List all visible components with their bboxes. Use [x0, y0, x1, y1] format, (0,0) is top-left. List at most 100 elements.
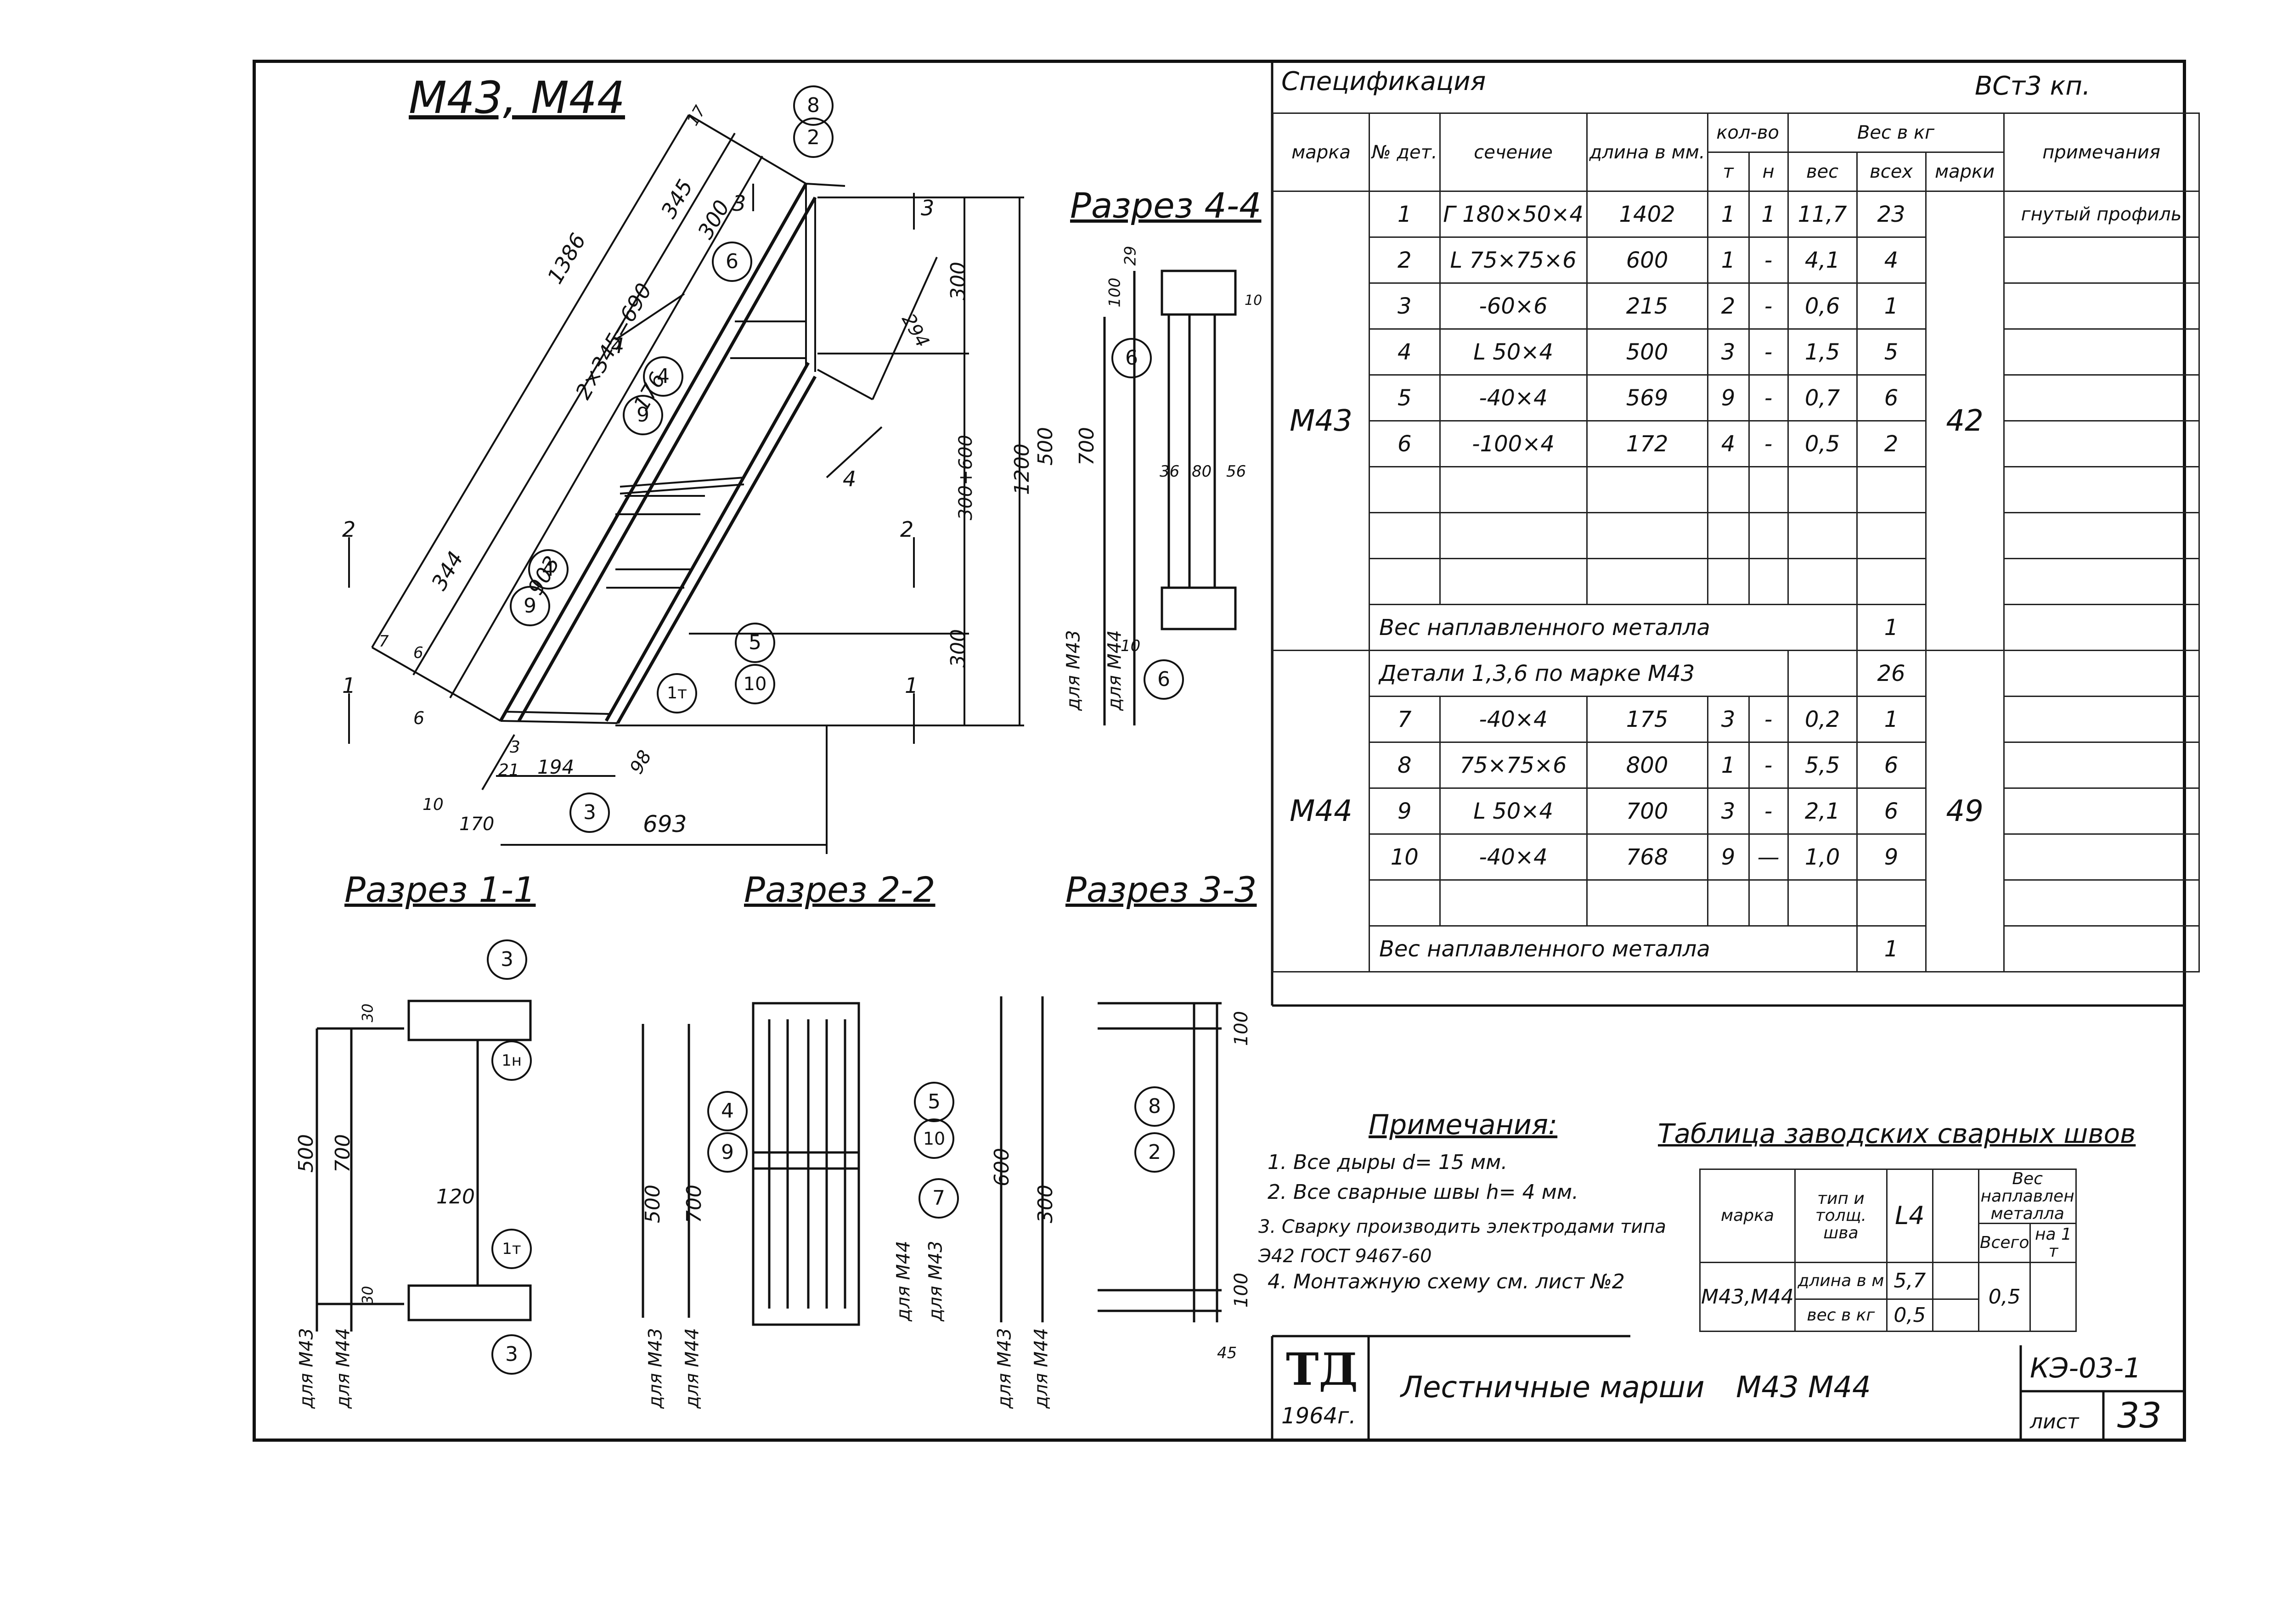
weld-weight-label: Вес наплавленного металла	[1369, 604, 1858, 651]
table-cell: 8	[1369, 742, 1441, 789]
table-cell: 2	[1856, 420, 1927, 467]
dim-label: 170	[459, 814, 495, 835]
title-logo: ТД	[1286, 1343, 1358, 1395]
part-balloon: 6	[712, 242, 752, 282]
table-cell: 3	[1369, 282, 1441, 330]
for-label: для М44	[1104, 630, 1126, 711]
dim-label: 10	[1245, 292, 1262, 309]
part-balloon: 10	[735, 664, 775, 704]
dim-label: 36	[1160, 462, 1180, 481]
table-cell: 23	[1856, 191, 1927, 238]
table-cell: -60×6	[1439, 282, 1588, 330]
table-cell	[2003, 650, 2200, 697]
weld-w-value: 0,5	[1886, 1298, 1933, 1332]
dim-label: 500	[641, 1185, 665, 1223]
col-header: сечение	[1439, 112, 1588, 192]
table-cell: 9	[1707, 833, 1750, 881]
table-cell: 768	[1586, 833, 1708, 881]
for-label: для М43	[925, 1241, 947, 1321]
weld-len-label: длина в м	[1794, 1262, 1888, 1300]
dim-label: 1200	[1010, 444, 1034, 495]
table-cell: -40×4	[1439, 374, 1588, 421]
weld-col-header: марка	[1699, 1168, 1796, 1264]
table-cell: 2,1	[1787, 787, 1858, 835]
table-cell: L 75×75×6	[1439, 236, 1588, 284]
for-label: для М43	[1063, 630, 1084, 711]
table-cell: 1,5	[1787, 328, 1858, 376]
part-balloon: 1т	[657, 673, 697, 714]
dim-label: 300+600	[955, 434, 977, 521]
dim-label: 29	[1121, 246, 1140, 266]
table-cell	[2003, 374, 2200, 421]
table-cell: 3	[1707, 328, 1750, 376]
table-cell	[2003, 236, 2200, 284]
table-cell: 26	[1856, 650, 1927, 697]
table-cell: -	[1748, 236, 1789, 284]
weld-weight-value: 1	[1856, 925, 1927, 972]
table-cell	[2003, 604, 2200, 651]
cut-mark-3: 3	[921, 196, 935, 220]
table-cell	[2003, 787, 2200, 835]
dim-label: 300	[946, 262, 970, 300]
title-year: 1964г.	[1281, 1403, 1356, 1429]
table-cell: 1,0	[1787, 833, 1858, 881]
table-cell: 1	[1707, 191, 1750, 238]
cut-mark-1: 1	[905, 673, 919, 698]
table-cell: 1	[1856, 282, 1927, 330]
dim-label: 194	[537, 756, 575, 778]
note-item: 4. Монтажную схему см. лист №2	[1268, 1270, 1625, 1293]
table-cell	[2003, 925, 2200, 972]
table-cell: 5	[1369, 374, 1441, 421]
table-cell: 9	[1369, 787, 1441, 835]
table-cell	[2003, 328, 2200, 376]
table-cell: 0,7	[1787, 374, 1858, 421]
part-balloon: 4	[707, 1091, 748, 1131]
dim-label: 100	[1231, 1272, 1252, 1308]
table-cell: 5,5	[1787, 742, 1858, 789]
dim-label: 100	[1105, 277, 1124, 308]
dim-label: 7	[379, 632, 389, 651]
details-ref: Детали 1,3,6 по марке М43	[1369, 650, 1789, 697]
notes-title: Примечания:	[1369, 1109, 1558, 1141]
dim-label: 21	[498, 761, 519, 780]
table-cell: —	[1748, 833, 1789, 881]
table-cell: 6	[1369, 420, 1441, 467]
table-cell: 6	[1856, 787, 1927, 835]
mark-cell: М44	[1272, 650, 1370, 972]
table-cell: L 50×4	[1439, 787, 1588, 835]
table-cell: 600	[1586, 236, 1708, 284]
weld-col-header: на 1 т	[2029, 1223, 2077, 1264]
dim-label: 120	[436, 1185, 475, 1208]
drawing-main-title: М43, М44	[409, 72, 625, 124]
dim-label: 700	[1075, 427, 1099, 466]
col-header: Вес в кг	[1787, 112, 2005, 153]
table-cell: -	[1748, 282, 1789, 330]
spec-title: Спецификация	[1281, 67, 1486, 96]
col-header: т	[1707, 152, 1750, 192]
dim-label: 300	[1033, 1185, 1057, 1223]
table-cell: -	[1748, 787, 1789, 835]
title-name: Лестничные марши	[1401, 1371, 1705, 1405]
for-label: для М44	[682, 1328, 703, 1409]
weld-weight-value: 1	[1856, 604, 1927, 651]
dim-label: 500	[294, 1134, 318, 1173]
dim-label: 30	[359, 1286, 377, 1305]
weld-len-value: 5,7	[1886, 1262, 1933, 1300]
weld-total: 0,5	[1978, 1262, 2031, 1332]
table-cell: 0,6	[1787, 282, 1858, 330]
part-balloon: 3	[487, 939, 527, 980]
table-cell: 7	[1369, 696, 1441, 743]
weld-col-header: Вес наплавлен металла	[1978, 1168, 2077, 1225]
table-cell: 5	[1856, 328, 1927, 376]
weld-col-header	[1932, 1168, 1979, 1264]
dim-label: 300	[946, 629, 970, 668]
table-cell: 1	[1369, 191, 1441, 238]
dim-label: 600	[990, 1148, 1014, 1186]
spec-steel: ВСт3 кп.	[1975, 71, 2091, 101]
part-balloon: 7	[919, 1178, 959, 1219]
table-cell	[2003, 420, 2200, 467]
table-cell: -	[1748, 742, 1789, 789]
col-header: всех	[1856, 152, 1927, 192]
dim-label: 6	[413, 644, 423, 662]
col-header: № дет.	[1369, 112, 1441, 192]
